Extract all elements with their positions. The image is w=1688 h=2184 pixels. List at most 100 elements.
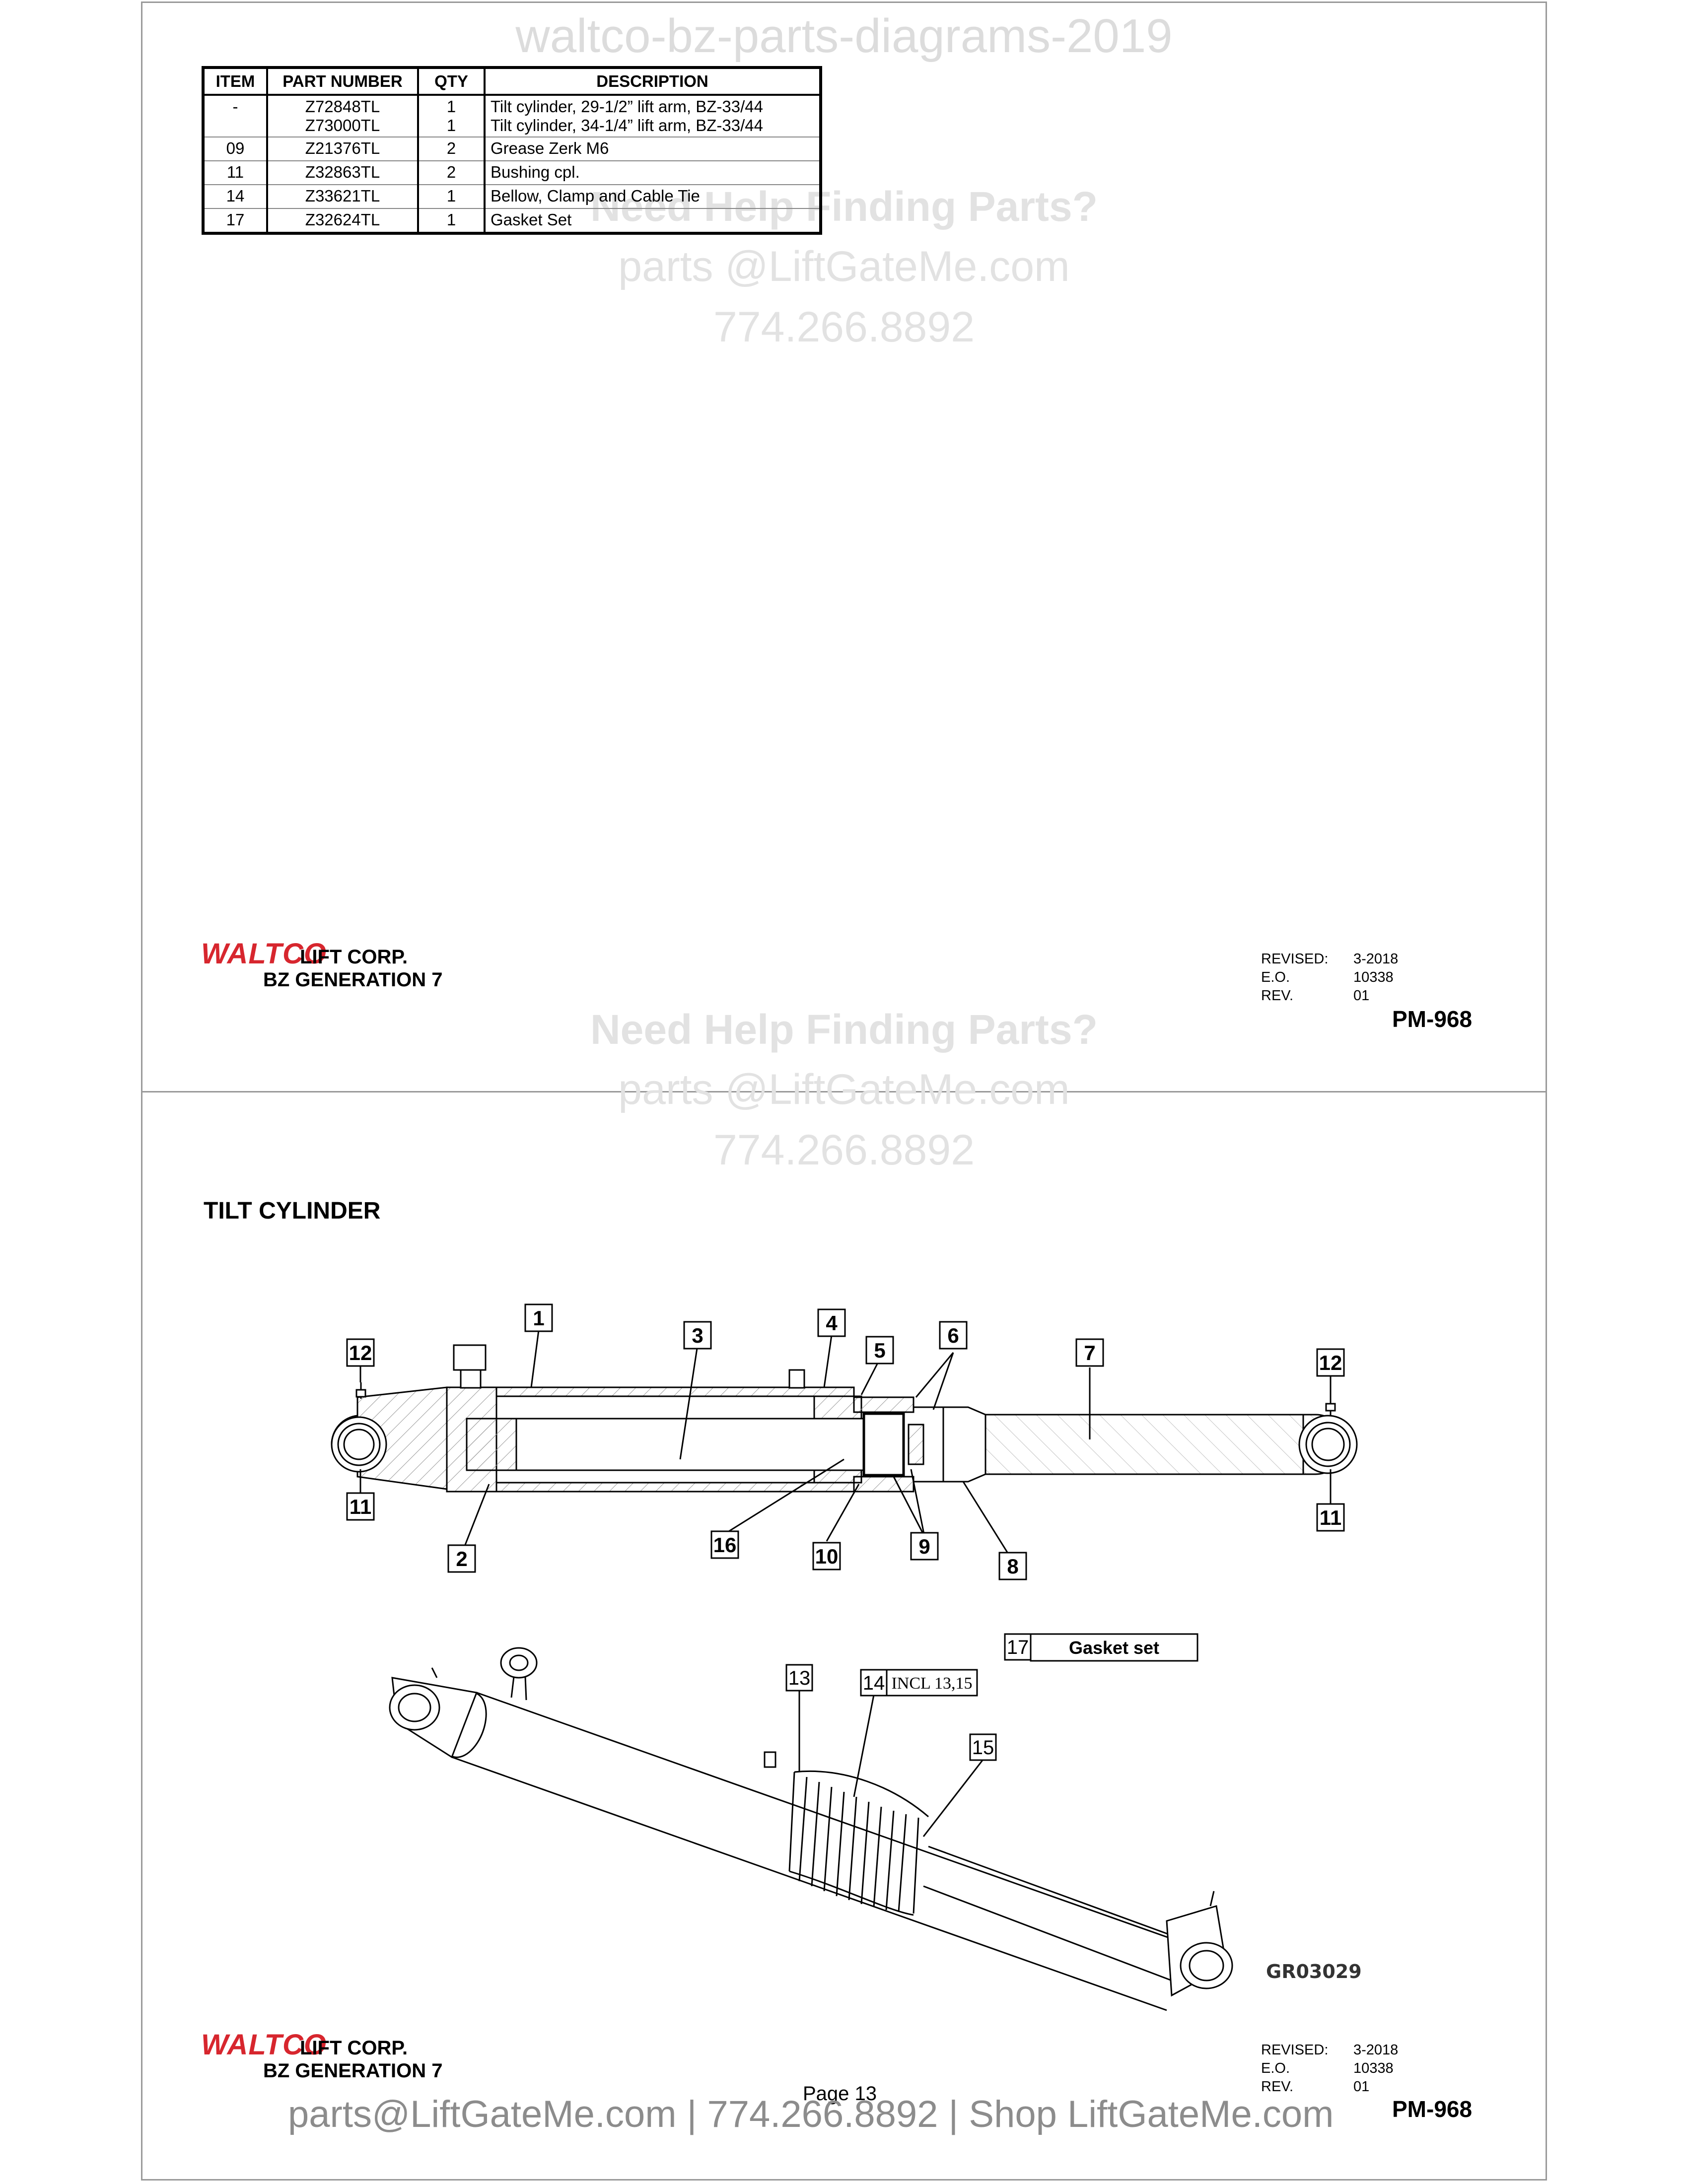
callout-16: 16 — [710, 1530, 739, 1559]
cell-item: 14 — [202, 185, 268, 209]
table-row: 09 Z21376TL 2 Grease Zerk M6 — [202, 137, 822, 161]
cell-item: 11 — [202, 161, 268, 185]
callouts — [359, 1330, 1332, 1562]
callout-label: 16 — [713, 1533, 737, 1557]
callout-1: 1 — [524, 1303, 553, 1332]
revision-block-2: REVISED: 3-2018 E.O. 10338 REV. 01 — [1261, 2041, 1398, 2096]
callout-label: 5 — [874, 1339, 885, 1362]
rev-label: REV. — [1261, 988, 1294, 1004]
watermark-email[interactable]: parts @LiftGateMe.com — [618, 243, 1070, 290]
callout-11: 11 — [346, 1492, 375, 1521]
gasket-set-label: Gasket set — [1069, 1638, 1159, 1658]
company-name-2: LIFT CORP. — [300, 2037, 408, 2059]
eo-value: 10338 — [1353, 2060, 1394, 2076]
callout-3: 3 — [683, 1321, 712, 1350]
footer-contact[interactable]: parts@LiftGateMe.com | 774.266.8892 | Sh… — [288, 2093, 1334, 2135]
header-qty: QTY — [417, 67, 486, 96]
description: Tilt cylinder, 34-1/4” lift arm, BZ-33/4… — [491, 116, 763, 135]
watermark-phone-2: 774.266.8892 — [713, 1126, 975, 1174]
callout-6: 6 — [939, 1321, 968, 1350]
section-view — [331, 1344, 1358, 1493]
cell-description: Tilt cylinder, 29-1/2” lift arm, BZ-33/4… — [484, 95, 822, 137]
cell-part: Z32863TL — [266, 161, 419, 185]
callout-8: 8 — [998, 1552, 1027, 1580]
parts-table: ITEM PART NUMBER QTY DESCRIPTION - Z7284… — [202, 66, 822, 235]
description: Tilt cylinder, 29-1/2” lift arm, BZ-33/4… — [491, 97, 763, 116]
callout-label: 2 — [456, 1547, 467, 1570]
callout-label: 11 — [1320, 1506, 1341, 1529]
callout-label: 17 — [1007, 1637, 1029, 1658]
table-row: 14 Z33621TL 1 Bellow, Clamp and Cable Ti… — [202, 185, 822, 209]
cell-part: Z21376TL — [266, 137, 419, 161]
page-divider — [141, 1091, 1547, 1092]
revised-label: REVISED: — [1261, 2042, 1329, 2058]
callout-label: 14 — [863, 1672, 885, 1694]
callout-12: 12 — [346, 1338, 375, 1367]
watermark-email-2[interactable]: parts @LiftGateMe.com — [618, 1066, 1070, 1113]
watermark-help-2: Need Help Finding Parts? — [590, 1006, 1098, 1053]
isometric-view — [389, 1647, 1233, 2011]
callout-label: 3 — [692, 1324, 703, 1347]
cell-qty: 1 — [417, 208, 486, 234]
rev-value: 01 — [1353, 2079, 1370, 2095]
callout-label: 4 — [826, 1311, 838, 1335]
watermark-phone: 774.266.8892 — [713, 303, 975, 351]
callout-label: 6 — [947, 1324, 959, 1347]
table-row: 17 Z32624TL 1 Gasket Set — [202, 208, 822, 234]
cell-description: Grease Zerk M6 — [484, 137, 822, 161]
header-part-number: PART NUMBER — [266, 67, 419, 96]
revision-block: REVISED:3-2018 E.O.10338 REV.01 — [1261, 950, 1398, 1005]
header-description: DESCRIPTION — [484, 67, 822, 96]
callout-10: 10 — [812, 1542, 841, 1570]
callout-label: 13 — [788, 1667, 811, 1689]
rev-label: REV. — [1261, 2079, 1294, 2095]
revised-value: 3-2018 — [1353, 2042, 1399, 2058]
cell-part: Z32624TL — [266, 208, 419, 234]
cell-description: Gasket Set — [484, 208, 822, 234]
iso-callout-14: 14 — [860, 1669, 888, 1697]
callout-label: 7 — [1084, 1341, 1095, 1365]
eo-label: E.O. — [1261, 2060, 1290, 2076]
waltco-logo-2: WALTCO — [201, 2029, 327, 2061]
doc-number: PM-968 — [1392, 1006, 1473, 1032]
iso-callout-17: 17 — [1004, 1633, 1032, 1661]
cell-part: Z33621TL — [266, 185, 419, 209]
revised-value: 3-2018 — [1353, 951, 1399, 967]
callout-12: 12 — [1316, 1348, 1345, 1377]
bellow — [788, 1770, 929, 1916]
cell-item: 17 — [202, 208, 268, 234]
watermark-title: waltco-bz-parts-diagrams-2019 — [515, 9, 1173, 63]
cell-qty: 2 — [417, 137, 486, 161]
section-title: TILT CYLINDER — [204, 1198, 381, 1224]
callout-9: 9 — [910, 1532, 939, 1561]
callout-label: 1 — [533, 1306, 544, 1330]
callout-label: 12 — [349, 1341, 372, 1365]
model-name: BZ GENERATION 7 — [263, 969, 443, 991]
qty: 1 — [446, 116, 456, 135]
callout-11: 11 — [1316, 1503, 1345, 1532]
callout-label: 12 — [1319, 1351, 1342, 1374]
qty: 1 — [446, 97, 456, 116]
page-number: Page 13 — [803, 2083, 877, 2105]
callout-5: 5 — [865, 1336, 894, 1365]
eo-value: 10338 — [1353, 969, 1394, 985]
header-item: ITEM — [202, 67, 268, 96]
rev-value: 01 — [1353, 988, 1370, 1004]
cell-description: Bellow, Clamp and Cable Tie — [484, 185, 822, 209]
eo-label: E.O. — [1261, 969, 1290, 985]
callout-label: 9 — [918, 1535, 930, 1558]
callout-2: 2 — [447, 1544, 476, 1573]
cell-qty: 2 — [417, 161, 486, 185]
callout-label: 15 — [972, 1737, 994, 1759]
callout-label: 10 — [815, 1545, 839, 1568]
gasket-set-box: Gasket set — [1030, 1633, 1198, 1662]
part-number: Z73000TL — [305, 116, 380, 135]
iso-callout-15: 15 — [969, 1733, 997, 1761]
cell-item: 09 — [202, 137, 268, 161]
company-name: LIFT CORP. — [300, 946, 408, 968]
